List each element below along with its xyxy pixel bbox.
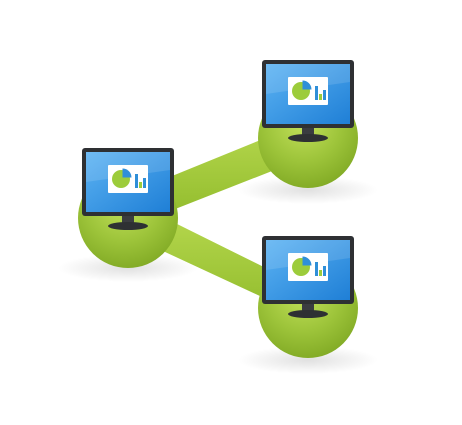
bar-chart-icon xyxy=(135,174,146,188)
monitor-stand xyxy=(288,310,328,318)
monitor-top-right xyxy=(262,60,354,142)
monitor-stand xyxy=(288,134,328,142)
floor-shadows xyxy=(58,176,378,374)
bar-chart-icon xyxy=(315,86,326,100)
monitor-source xyxy=(82,148,174,230)
monitor-bottom-right xyxy=(262,236,354,318)
monitor-stand xyxy=(108,222,148,230)
bar-chart-icon xyxy=(315,262,326,276)
